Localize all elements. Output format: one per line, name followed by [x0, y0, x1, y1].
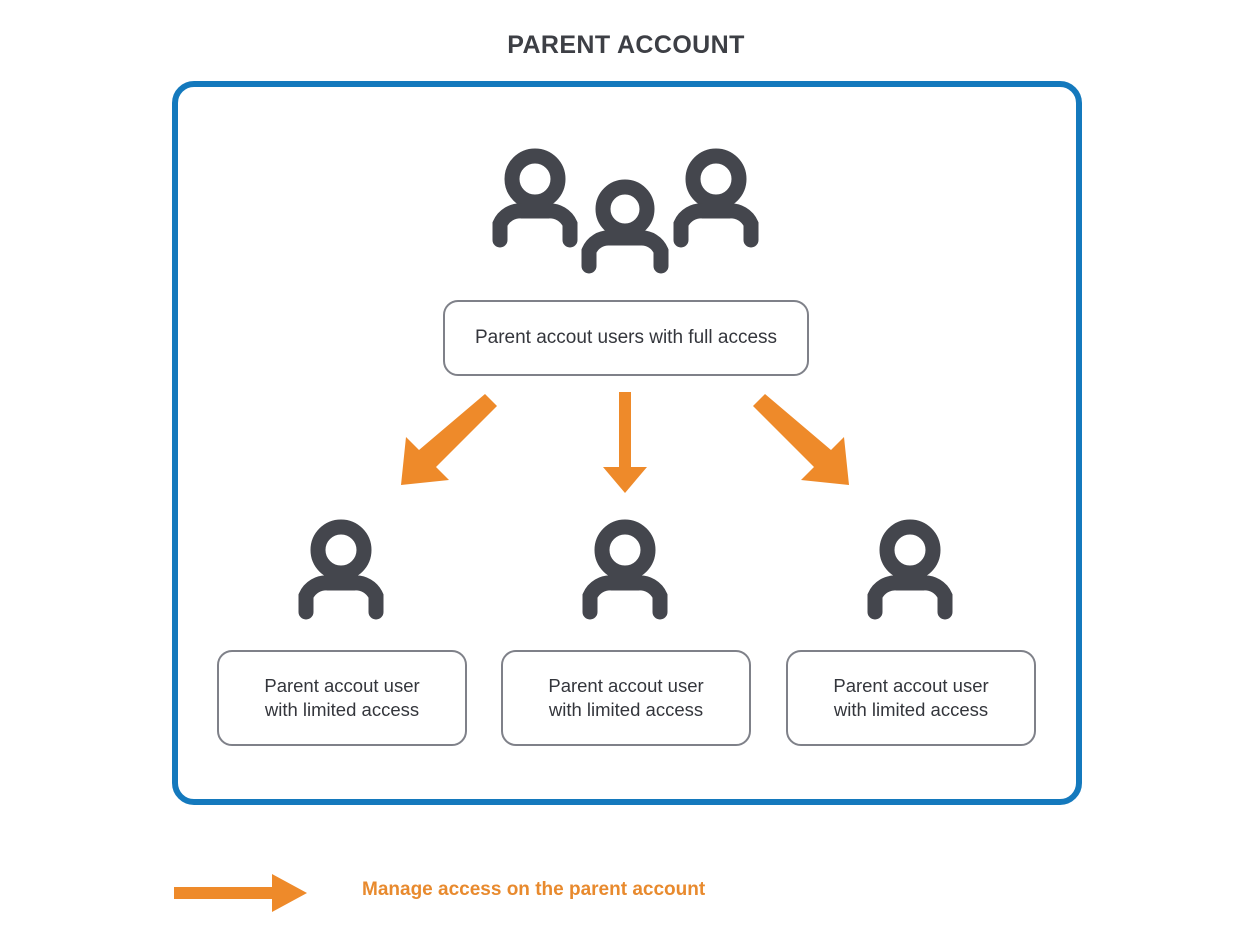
child-label-text-1: Parent accout user with limited access — [264, 674, 419, 723]
child-label-text-3: Parent accout user with limited access — [833, 674, 988, 723]
child-label-line1: Parent accout user — [548, 674, 704, 696]
child-label-box-1: Parent accout user with limited access — [217, 650, 467, 746]
child-label-line2: with limited access — [548, 699, 704, 720]
page-title: PARENT ACCOUNT — [507, 31, 745, 59]
legend-label: Manage access on the parent account — [362, 879, 706, 900]
legend: Manage access on the parent account — [172, 868, 872, 918]
primary-label-box: Parent accout users with full access — [443, 300, 809, 376]
arrow-right-icon — [174, 874, 307, 912]
child-label-line1: Parent accout user — [264, 674, 420, 696]
primary-label-text: Parent accout users with full access — [474, 327, 778, 349]
child-label-line2: with limited access — [833, 699, 989, 720]
child-label-line1: Parent accout user — [833, 674, 989, 696]
child-label-box-3: Parent accout user with limited access — [786, 650, 1036, 746]
child-label-line2: with limited access — [264, 699, 420, 720]
child-label-box-2: Parent accout user with limited access — [501, 650, 751, 746]
child-label-text-2: Parent accout user with limited access — [548, 674, 703, 723]
